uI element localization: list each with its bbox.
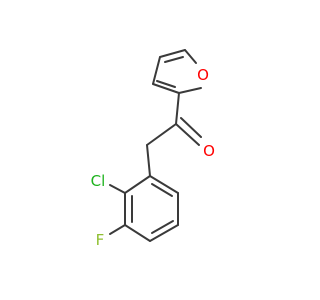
bond-furan-o-c2 bbox=[178, 87, 202, 94]
structure-canvas: O O Cl F bbox=[91, 49, 215, 249]
bond-carbonyl-o bbox=[175, 123, 200, 146]
bond-benzene-1-2 bbox=[124, 175, 151, 194]
bond-benzene-6-1-double bbox=[151, 183, 173, 197]
bond-ring-cl bbox=[109, 184, 126, 194]
bond-benzene-6-1 bbox=[149, 175, 179, 194]
bond-benzene-4-5 bbox=[149, 224, 179, 242]
bond-benzene-4-5-double bbox=[151, 220, 174, 234]
atom-label-chlorine: Cl bbox=[91, 172, 106, 190]
bond-carbonyl-ch2 bbox=[146, 123, 177, 146]
atom-label-furan-oxygen: O bbox=[197, 66, 209, 84]
bond-carbonyl-o-double bbox=[180, 117, 202, 138]
bond-furan-c3-c4 bbox=[152, 56, 161, 85]
bond-ring-f bbox=[109, 224, 126, 235]
bond-furan-c5-o bbox=[184, 49, 197, 64]
bond-benzene-3-4 bbox=[124, 224, 151, 242]
atom-label-carbonyl-oxygen: O bbox=[203, 142, 215, 160]
bond-furan-c2-c3 bbox=[152, 83, 180, 94]
bond-furan-c4-c5 bbox=[159, 49, 186, 58]
molecule-structure: O O Cl F bbox=[91, 49, 215, 249]
bond-ch2-ring bbox=[146, 144, 151, 177]
bond-furan-c4-c5-double bbox=[164, 56, 184, 63]
atom-label-fluorine: F bbox=[96, 231, 105, 249]
bond-c2-carbonyl bbox=[175, 92, 180, 125]
bond-furan-c2-c3-double bbox=[156, 80, 176, 88]
